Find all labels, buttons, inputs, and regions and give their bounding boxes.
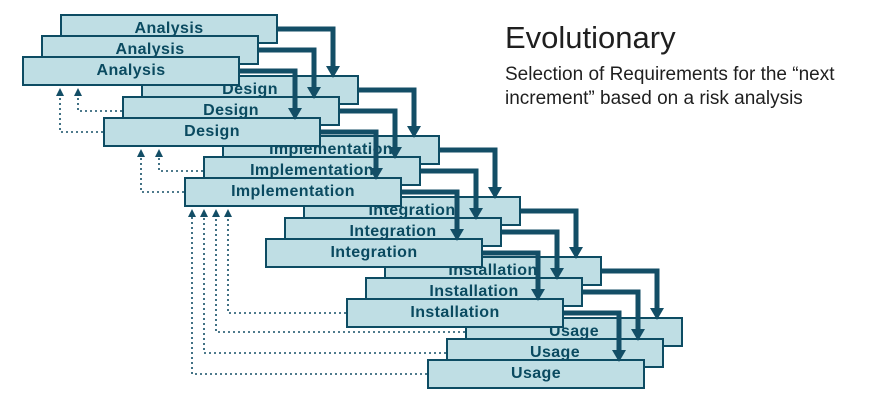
feedback-arrowhead — [200, 209, 208, 217]
feedback-arrow — [158, 156, 203, 172]
diagram-subtitle: Selection of Requirements for the “next … — [505, 64, 835, 109]
stage-box-implementation-layer3: Implementation — [184, 177, 402, 207]
stage-box-design-layer3: Design — [103, 117, 321, 147]
diagram-title: Evolutionary — [505, 20, 676, 55]
stage-box-installation-layer3: Installation — [346, 298, 564, 328]
stage-box-usage-layer3: Usage — [427, 359, 645, 389]
flow-arrow — [521, 208, 579, 248]
feedback-arrowhead — [137, 149, 145, 157]
feedback-arrowhead — [74, 88, 82, 96]
stage-box-integration-layer3: Integration — [265, 238, 483, 268]
feedback-arrowhead — [224, 209, 232, 217]
flow-arrow — [278, 26, 336, 67]
flow-arrow — [359, 87, 417, 127]
feedback-arrowhead — [188, 209, 196, 217]
feedback-arrow — [140, 156, 184, 193]
feedback-arrowhead — [212, 209, 220, 217]
feedback-arrow — [59, 95, 103, 133]
title-block: Evolutionary Selection of Requirements f… — [505, 20, 873, 111]
flow-arrow — [602, 268, 660, 309]
feedback-arrowhead — [155, 149, 163, 157]
flow-arrow — [440, 147, 498, 188]
feedback-arrowhead — [56, 88, 64, 96]
stage-box-analysis-layer3: Analysis — [22, 56, 240, 86]
feedback-arrow — [77, 95, 122, 112]
